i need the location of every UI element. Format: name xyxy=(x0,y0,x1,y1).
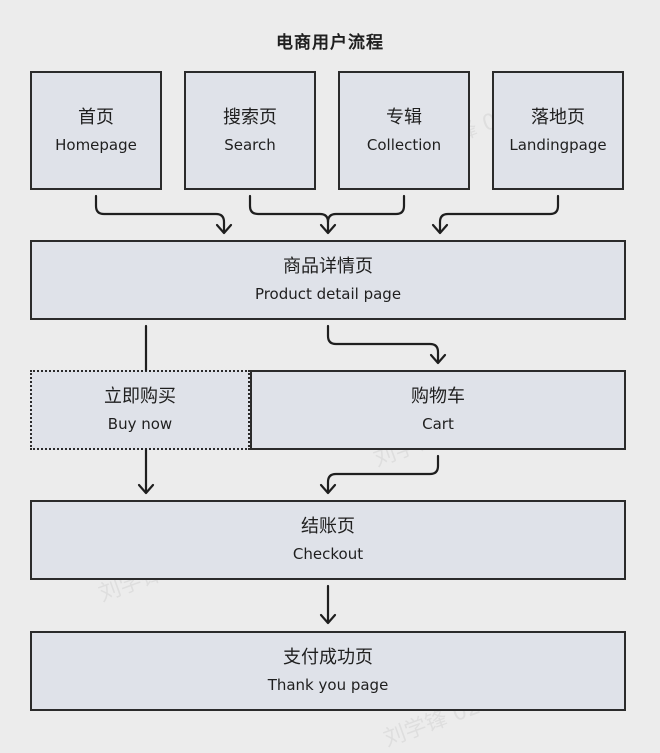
node-label-en: Homepage xyxy=(55,135,137,154)
node-buy-now: 立即购买 Buy now xyxy=(30,370,250,450)
node-label-zh: 专辑 xyxy=(386,106,422,128)
arrow-head xyxy=(137,483,155,495)
node-homepage: 首页 Homepage xyxy=(30,71,162,190)
node-label-zh: 结账页 xyxy=(301,516,355,537)
connector-landing-to-detail xyxy=(438,194,560,234)
connector-detail-to-cart xyxy=(326,324,440,364)
node-label-en: Buy now xyxy=(107,415,173,433)
arrow-head xyxy=(429,353,447,365)
node-cart: 购物车 Cart xyxy=(250,370,626,450)
arrow-head xyxy=(319,223,337,235)
node-label-zh: 搜索页 xyxy=(223,106,277,128)
node-label-en: Landingpage xyxy=(509,135,607,154)
node-product-detail: 商品详情页 Product detail page xyxy=(30,240,626,320)
node-label-zh: 支付成功页 xyxy=(283,647,373,668)
diagram-title: 电商用户流程 xyxy=(276,33,384,53)
node-label-en: Product detail page xyxy=(254,285,402,303)
node-thank-you: 支付成功页 Thank you page xyxy=(30,631,626,711)
node-label-en: Collection xyxy=(366,135,442,154)
arrow-head xyxy=(431,223,449,235)
node-label-en: Search xyxy=(224,135,276,154)
node-label-en: Cart xyxy=(422,415,454,433)
node-label-zh: 落地页 xyxy=(531,106,585,128)
node-collection: 专辑 Collection xyxy=(338,71,470,190)
node-landingpage: 落地页 Landingpage xyxy=(492,71,624,190)
arrow-head xyxy=(319,483,337,495)
node-label-zh: 购物车 xyxy=(411,386,465,407)
arrow-head xyxy=(215,223,233,235)
node-label-zh: 立即购买 xyxy=(104,386,176,407)
node-search: 搜索页 Search xyxy=(184,71,316,190)
arrow-head xyxy=(319,613,337,625)
node-label-zh: 首页 xyxy=(78,106,114,128)
connector-collection-to-detail xyxy=(326,194,406,224)
node-label-en: Checkout xyxy=(292,545,364,563)
node-label-zh: 商品详情页 xyxy=(283,256,373,277)
node-checkout: 结账页 Checkout xyxy=(30,500,626,580)
connector-search-to-detail xyxy=(248,194,330,234)
node-label-en: Thank you page xyxy=(267,676,389,694)
connector-homepage-to-detail xyxy=(94,194,226,234)
